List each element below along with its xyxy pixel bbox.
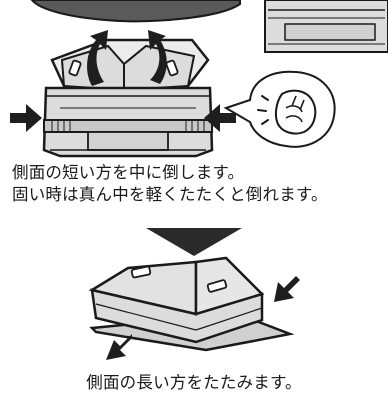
step2-instruction: 側面の長い方をたたみます。 [86, 373, 302, 392]
step1-instruction: 側面の短い方を中に倒します。 [12, 163, 245, 182]
previous-step-oval [30, 0, 241, 23]
crate-step1 [42, 38, 214, 158]
fold-arrow-icon [106, 276, 300, 360]
previous-step-crate [264, 0, 388, 53]
down-triangle-icon [146, 228, 242, 256]
knocking-fist-icon [223, 70, 336, 148]
curved-up-arrow-icon [87, 30, 167, 86]
push-arrow-icon [10, 104, 236, 132]
step1-instruction-hint: 固い時は真ん中を軽くたたくと倒れます。 [12, 185, 328, 204]
crate-step2 [88, 256, 295, 352]
